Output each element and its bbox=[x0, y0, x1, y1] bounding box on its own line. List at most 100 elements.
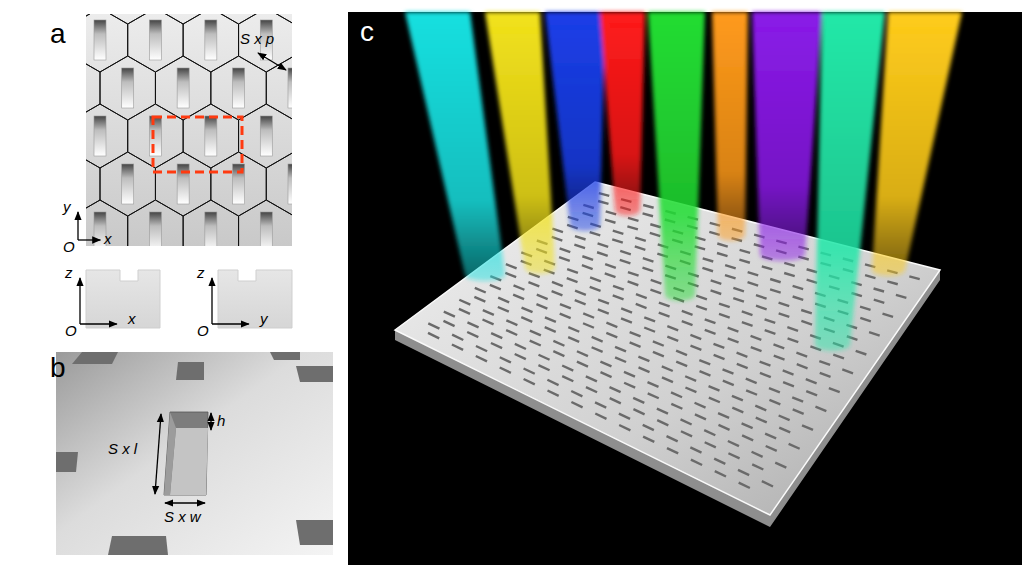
slot-dash bbox=[513, 295, 524, 299]
slot-dash bbox=[702, 268, 713, 271]
slot-dash bbox=[598, 300, 609, 304]
slot-dash bbox=[606, 323, 617, 327]
slot-dash bbox=[746, 390, 757, 394]
slot-dash bbox=[467, 322, 478, 327]
slot-dash bbox=[577, 362, 588, 367]
slot-dash bbox=[793, 286, 804, 289]
panel-letter: c bbox=[360, 16, 374, 48]
rectangular-slot bbox=[205, 116, 217, 156]
slot-dash bbox=[624, 383, 635, 388]
slot-dash bbox=[752, 452, 763, 457]
slot-dash bbox=[681, 431, 692, 436]
slot-dash bbox=[610, 398, 621, 403]
dark-ground bbox=[348, 12, 1022, 565]
slot-dash bbox=[651, 280, 662, 284]
hexagon-cell bbox=[266, 152, 292, 216]
slot-dash bbox=[662, 377, 673, 382]
slot-dash bbox=[571, 402, 582, 407]
slot-dash bbox=[483, 310, 494, 315]
rectangular-slot bbox=[260, 116, 272, 156]
slot-dash bbox=[685, 387, 696, 392]
slot-dash bbox=[682, 311, 693, 315]
hexagon-cell bbox=[155, 152, 210, 216]
rectangular-slot bbox=[205, 20, 217, 60]
slot-dash bbox=[553, 351, 564, 356]
slot-dash bbox=[475, 288, 486, 293]
hexagonal-array bbox=[86, 14, 292, 246]
slot-dash bbox=[695, 403, 706, 408]
slot-dash bbox=[779, 415, 790, 420]
slot-dash bbox=[552, 291, 563, 295]
slot-dash bbox=[536, 304, 547, 308]
slot-dash bbox=[583, 323, 594, 327]
slot-dash bbox=[766, 446, 777, 451]
slot-dash bbox=[728, 441, 739, 446]
slot-dash bbox=[769, 400, 780, 404]
slot-dash bbox=[506, 330, 517, 335]
slot-dash bbox=[690, 346, 701, 350]
slot-dash bbox=[500, 367, 511, 372]
slot-dash bbox=[592, 347, 603, 352]
slot-dash bbox=[719, 425, 730, 430]
slot-dash bbox=[667, 326, 678, 330]
slot-dash bbox=[742, 322, 753, 326]
slot-dash bbox=[590, 232, 601, 235]
light-beam bbox=[600, 12, 645, 216]
slot-dash bbox=[739, 260, 750, 263]
slot-dash bbox=[428, 333, 439, 338]
axis-label: z bbox=[65, 264, 73, 281]
slot-dash bbox=[760, 362, 771, 366]
slot-dash bbox=[755, 406, 766, 411]
slot-dash bbox=[770, 289, 781, 292]
axis-label: x bbox=[104, 230, 112, 247]
slot-dash bbox=[615, 357, 626, 362]
slot-dash bbox=[789, 444, 800, 449]
slot-dash bbox=[690, 447, 701, 452]
slot-dash bbox=[643, 258, 654, 261]
slot-dash bbox=[667, 448, 678, 453]
slot-dash bbox=[567, 278, 578, 282]
hexagon-cell bbox=[183, 14, 238, 72]
slot-dash bbox=[806, 379, 817, 383]
slot-dash bbox=[874, 289, 884, 292]
slot-dash bbox=[538, 365, 549, 370]
slot-dash bbox=[765, 330, 776, 334]
slot-dash bbox=[713, 344, 724, 348]
slot-dash bbox=[769, 388, 780, 392]
slot-dash bbox=[443, 321, 454, 326]
slot-dash bbox=[705, 330, 716, 334]
slot-dash bbox=[748, 272, 759, 275]
hexagon-cell bbox=[239, 14, 292, 72]
slot-dash bbox=[725, 275, 736, 278]
slot-floor bbox=[170, 428, 208, 495]
slot-dash bbox=[700, 371, 711, 375]
axis-label: O bbox=[65, 322, 77, 339]
slot-opening bbox=[296, 366, 333, 382]
slot-dash bbox=[444, 312, 455, 317]
slot-dash bbox=[711, 290, 722, 294]
slot-dash bbox=[856, 351, 867, 355]
slot-dash bbox=[671, 392, 682, 397]
rectangular-slot bbox=[177, 68, 189, 108]
slot-dash bbox=[476, 346, 487, 351]
slot-dash bbox=[590, 277, 601, 281]
rectangular-slot bbox=[177, 164, 189, 204]
slot-dash bbox=[742, 435, 753, 440]
slot-dash bbox=[605, 220, 616, 223]
slot-dash bbox=[733, 288, 744, 291]
slot-wall bbox=[164, 412, 176, 495]
slot-opening bbox=[176, 362, 204, 380]
slot-dash bbox=[728, 328, 739, 332]
slot-dash bbox=[807, 280, 818, 283]
slot-dash bbox=[483, 319, 494, 324]
slot-dash bbox=[756, 306, 767, 310]
hexagon-cell bbox=[155, 14, 210, 24]
slot-dash bbox=[784, 273, 795, 276]
slot-dash bbox=[545, 327, 556, 332]
axis-label: O bbox=[63, 238, 75, 255]
slot-dash bbox=[610, 387, 621, 392]
slot-opening bbox=[164, 412, 208, 495]
slot-dash bbox=[577, 351, 588, 356]
slot-dash bbox=[691, 460, 702, 465]
slot-dash bbox=[779, 428, 790, 433]
